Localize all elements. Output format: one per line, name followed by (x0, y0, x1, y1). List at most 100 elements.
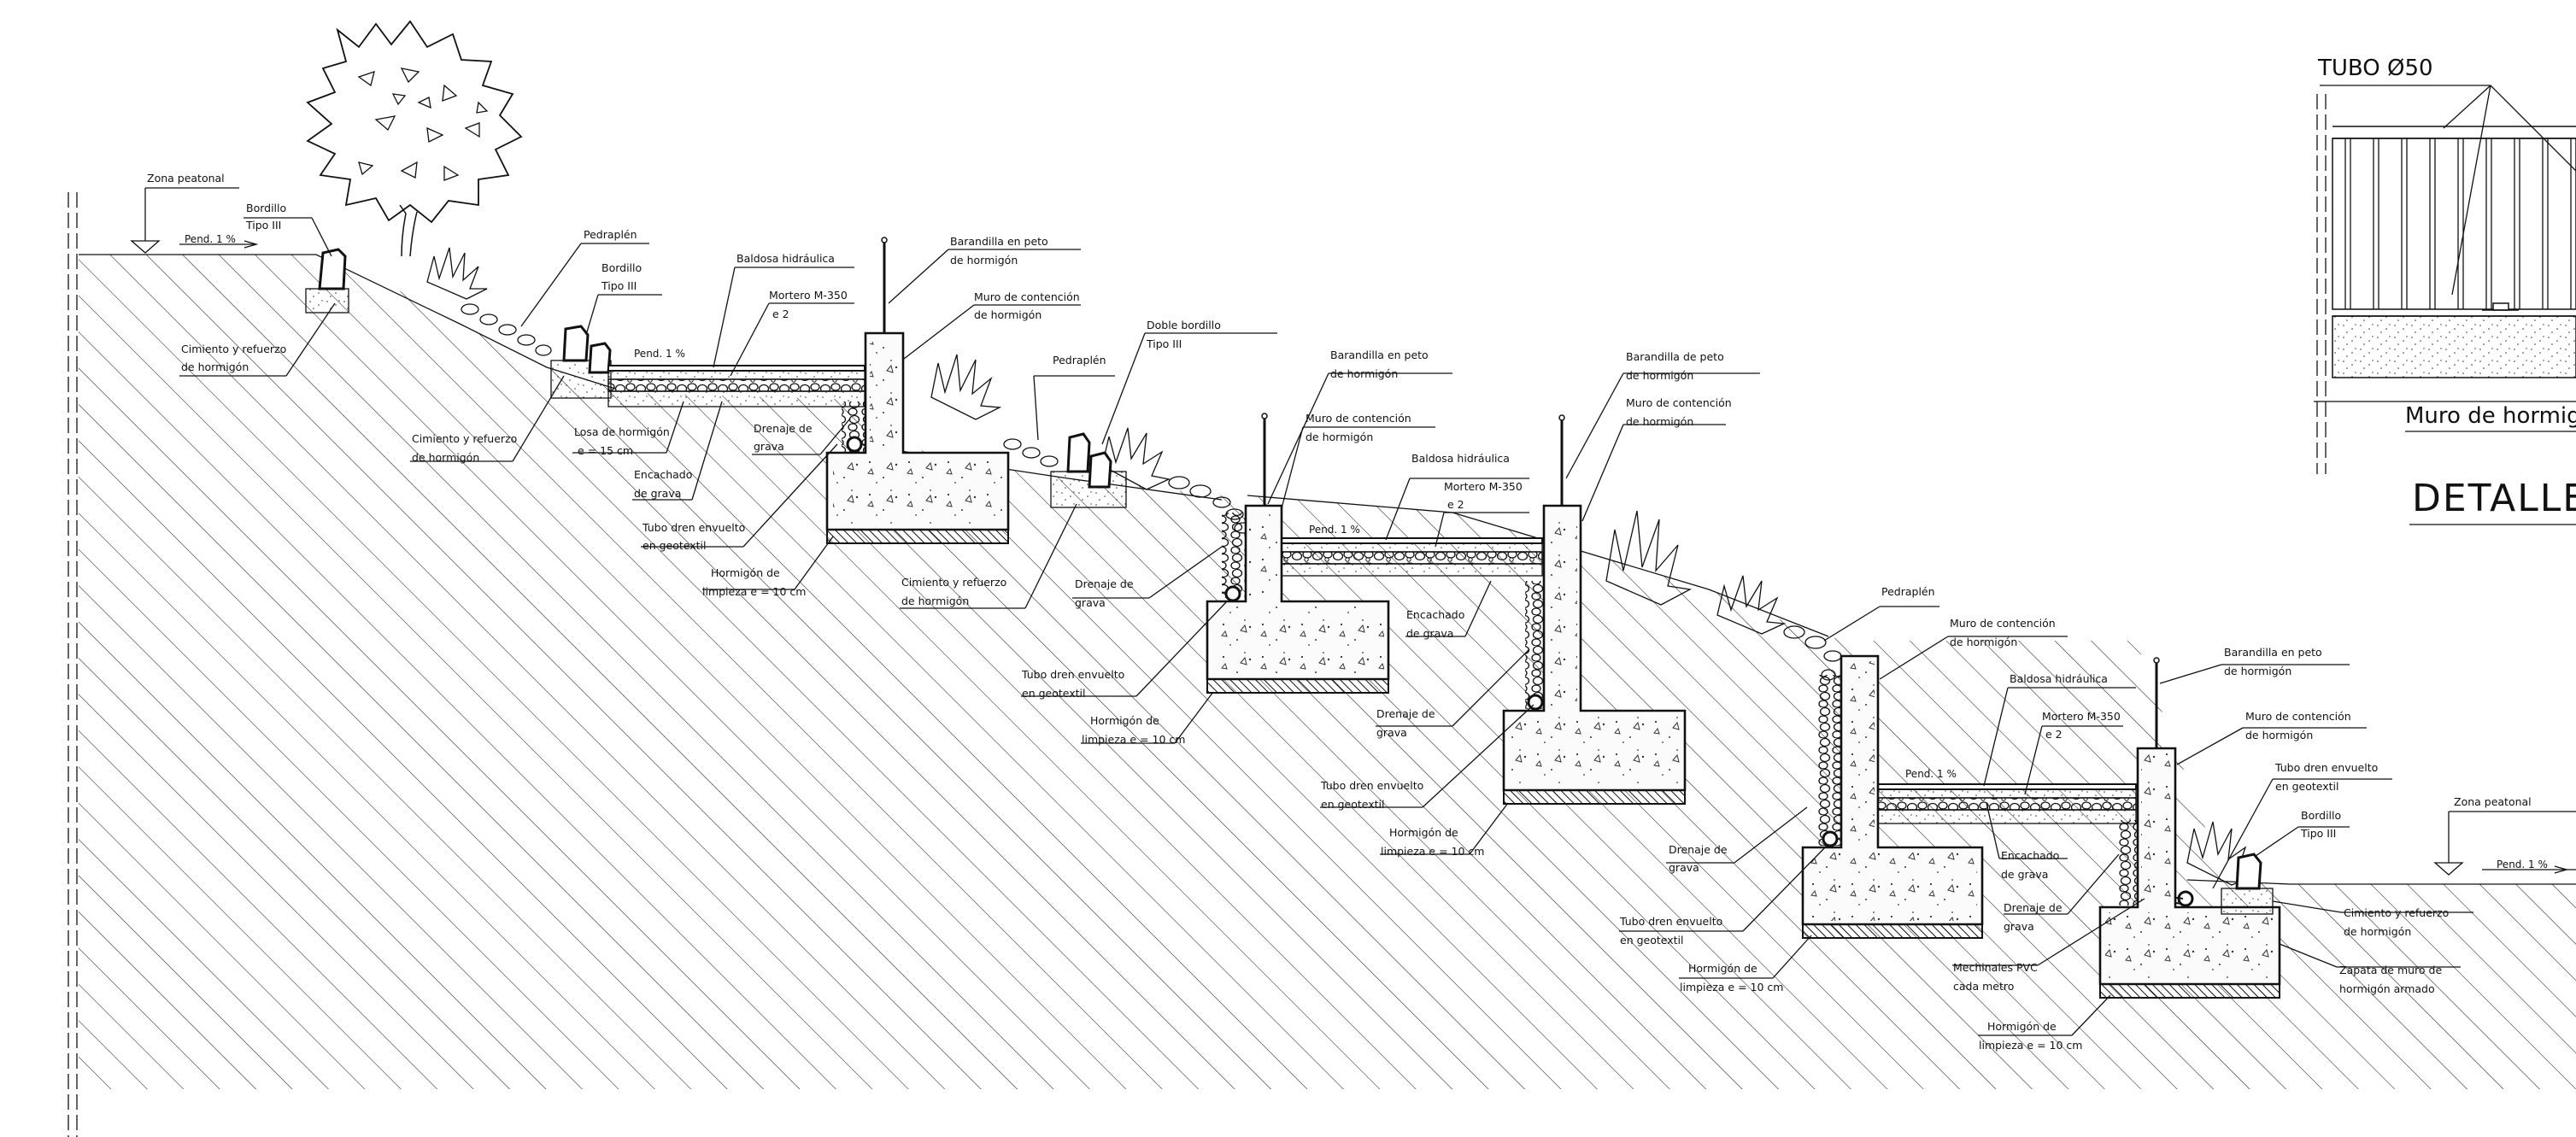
label-encachado-2b: de grava (1406, 627, 1453, 640)
label-muro-3a: Muro de contención (1626, 396, 1732, 409)
label-muro-2a: Muro de contención (1306, 412, 1411, 425)
label-tubo-1b: en geotextil (643, 539, 706, 552)
label-losa-b: e = 15 cm (578, 444, 633, 457)
label-muro-2b: de hormigón (1306, 431, 1373, 443)
label-horm-4a: Hormigón de (1688, 962, 1757, 975)
leader-lines (179, 217, 2473, 1036)
label-drenaje-5b: grava (2004, 920, 2034, 933)
label-encachado-1b: de grava (634, 487, 681, 500)
label-baldosa-3: Baldosa hidráulica (2010, 672, 2108, 685)
label-horm-1a: Hormigón de (711, 566, 780, 579)
label-pend-3: Pend. 1 % (1309, 524, 1360, 536)
label-cimiento-1b: de hormigón (181, 360, 249, 373)
pedraplen-stones (461, 303, 1842, 681)
label-barandilla-1b: de hormigón (950, 254, 1018, 267)
label-drenaje-2b: grava (1075, 596, 1106, 609)
label-mortero-1b: e 2 (772, 308, 789, 320)
label-bordillo-2b: Tipo III (601, 279, 637, 292)
label-mortero-2a: Mortero M-350 (1444, 480, 1523, 493)
label-mortero-1a: Mortero M-350 (769, 289, 848, 302)
label-barandilla-4a: Barandilla en peto (2224, 646, 2322, 659)
label-cimiento-1a: Cimiento y refuerzo (181, 343, 286, 355)
detail-labels: TUBO Ø50 Muro de hormigó DETALLE (2317, 56, 2576, 520)
label-cimiento-4a: Cimiento y refuerzo (2344, 906, 2449, 919)
label-horm-5b: limpieza e = 10 cm (1979, 1039, 2082, 1052)
label-cimiento-3b: de hormigón (901, 595, 969, 607)
tree-symbol (306, 20, 523, 257)
label-drenaje-1b: grava (754, 440, 784, 453)
label-horm-5a: Hormigón de (1987, 1020, 2057, 1033)
shrub-symbols (426, 247, 2255, 886)
label-pedraplen-2: Pedraplén (1053, 354, 1106, 366)
label-bordillo-1a: Bordillo (246, 202, 286, 214)
level-marker-2 (2433, 811, 2576, 876)
label-muro-5a: Muro de contención (2245, 710, 2351, 723)
label-barandilla-3b: de hormigón (1626, 369, 1693, 382)
section-axis-left (67, 192, 78, 1137)
label-tubo-2a: Tubo dren envuelto (1021, 668, 1124, 681)
label-tubo-1a: Tubo dren envuelto (642, 521, 745, 534)
label-pend-1: Pend. 1 % (185, 233, 236, 245)
label-encachado-3b: de grava (2001, 868, 2048, 881)
label-muro-5b: de hormigón (2245, 729, 2313, 741)
label-tubo-4b: en geotextil (2275, 780, 2338, 793)
label-barandilla-4b: de hormigón (2224, 665, 2291, 677)
label-pend-5: Pend. 1 % (2497, 859, 2548, 870)
label-horm-1b: limpieza e = 10 cm (702, 585, 806, 598)
label-cimiento-3a: Cimiento y refuerzo (901, 576, 1006, 589)
label-bordillo-3a: Bordillo (2301, 809, 2341, 822)
label-drenaje-3a: Drenaje de (1376, 707, 1435, 720)
label-tubo-4a: Tubo dren envuelto (2274, 761, 2378, 774)
label-pend-4: Pend. 1 % (1905, 768, 1957, 780)
label-baldosa-2: Baldosa hidráulica (1411, 452, 1510, 465)
retaining-wall-3 (1502, 414, 1687, 805)
retaining-wall-1 (550, 237, 1010, 544)
label-muro-4b: de hormigón (1950, 636, 2017, 648)
label-drenaje-3b: grava (1376, 726, 1407, 739)
label-muro-detail: Muro de hormigó (2405, 403, 2576, 429)
label-doble-a: Doble bordillo (1147, 319, 1221, 331)
label-zapata-b: hormigón armado (2339, 982, 2435, 995)
label-tubo-5b: en geotextil (1620, 934, 1683, 947)
label-muro-1a: Muro de contención (974, 290, 1080, 303)
label-cimiento-2b: de hormigón (412, 451, 479, 464)
label-losa-a: Losa de hormigón (574, 425, 670, 438)
label-zona-peatonal-1: Zona peatonal (147, 172, 225, 185)
label-tubo-detail: TUBO Ø50 (2317, 56, 2433, 81)
label-baldosa-1: Baldosa hidráulica (736, 252, 835, 265)
label-drenaje-2a: Drenaje de (1075, 577, 1134, 590)
retaining-wall-4 (1801, 654, 2137, 939)
annotation-labels: Zona peatonal Pend. 1 % Bordillo Tipo II… (147, 172, 2548, 1052)
label-encachado-2a: Encachado (1406, 608, 1464, 621)
label-cimiento-2a: Cimiento y refuerzo (412, 432, 517, 445)
label-horm-3b: limpieza e = 10 cm (1381, 845, 1484, 858)
label-horm-4b: limpieza e = 10 cm (1680, 981, 1783, 993)
label-muro-3b: de hormigón (1626, 415, 1693, 428)
label-encachado-3a: Encachado (2001, 849, 2059, 862)
label-bordillo-2a: Bordillo (601, 261, 642, 274)
label-muro-1b: de hormigón (974, 308, 1042, 321)
label-horm-2b: limpieza e = 10 cm (1082, 733, 1185, 746)
label-drenaje-1a: Drenaje de (754, 422, 813, 435)
detail-title: DETALLE (2412, 477, 2576, 520)
label-barandilla-1a: Barandilla en peto (950, 235, 1048, 248)
label-tubo-2b: en geotextil (1022, 687, 1085, 700)
label-bordillo-1b: Tipo III (245, 219, 281, 232)
label-bordillo-3b: Tipo III (2300, 827, 2336, 840)
label-drenaje-4b: grava (1669, 861, 1699, 874)
label-horm-3a: Hormigón de (1389, 826, 1458, 839)
label-tubo-3a: Tubo dren envuelto (1320, 779, 1423, 792)
label-pedraplen-3: Pedraplén (1881, 585, 1935, 598)
label-pend-2: Pend. 1 % (634, 348, 685, 360)
label-horm-2a: Hormigón de (1090, 714, 1159, 727)
label-barandilla-2b: de hormigón (1330, 367, 1398, 380)
label-doble-b: Tipo III (1146, 337, 1182, 350)
label-drenaje-4a: Drenaje de (1669, 843, 1728, 856)
retaining-wall-2 (1050, 413, 1543, 694)
label-tubo-5a: Tubo dren envuelto (1619, 915, 1722, 928)
label-mortero-3a: Mortero M-350 (2042, 710, 2121, 723)
level-marker-1 (130, 187, 259, 254)
label-mortero-3b: e 2 (2045, 728, 2063, 741)
label-mortero-2b: e 2 (1447, 498, 1464, 511)
